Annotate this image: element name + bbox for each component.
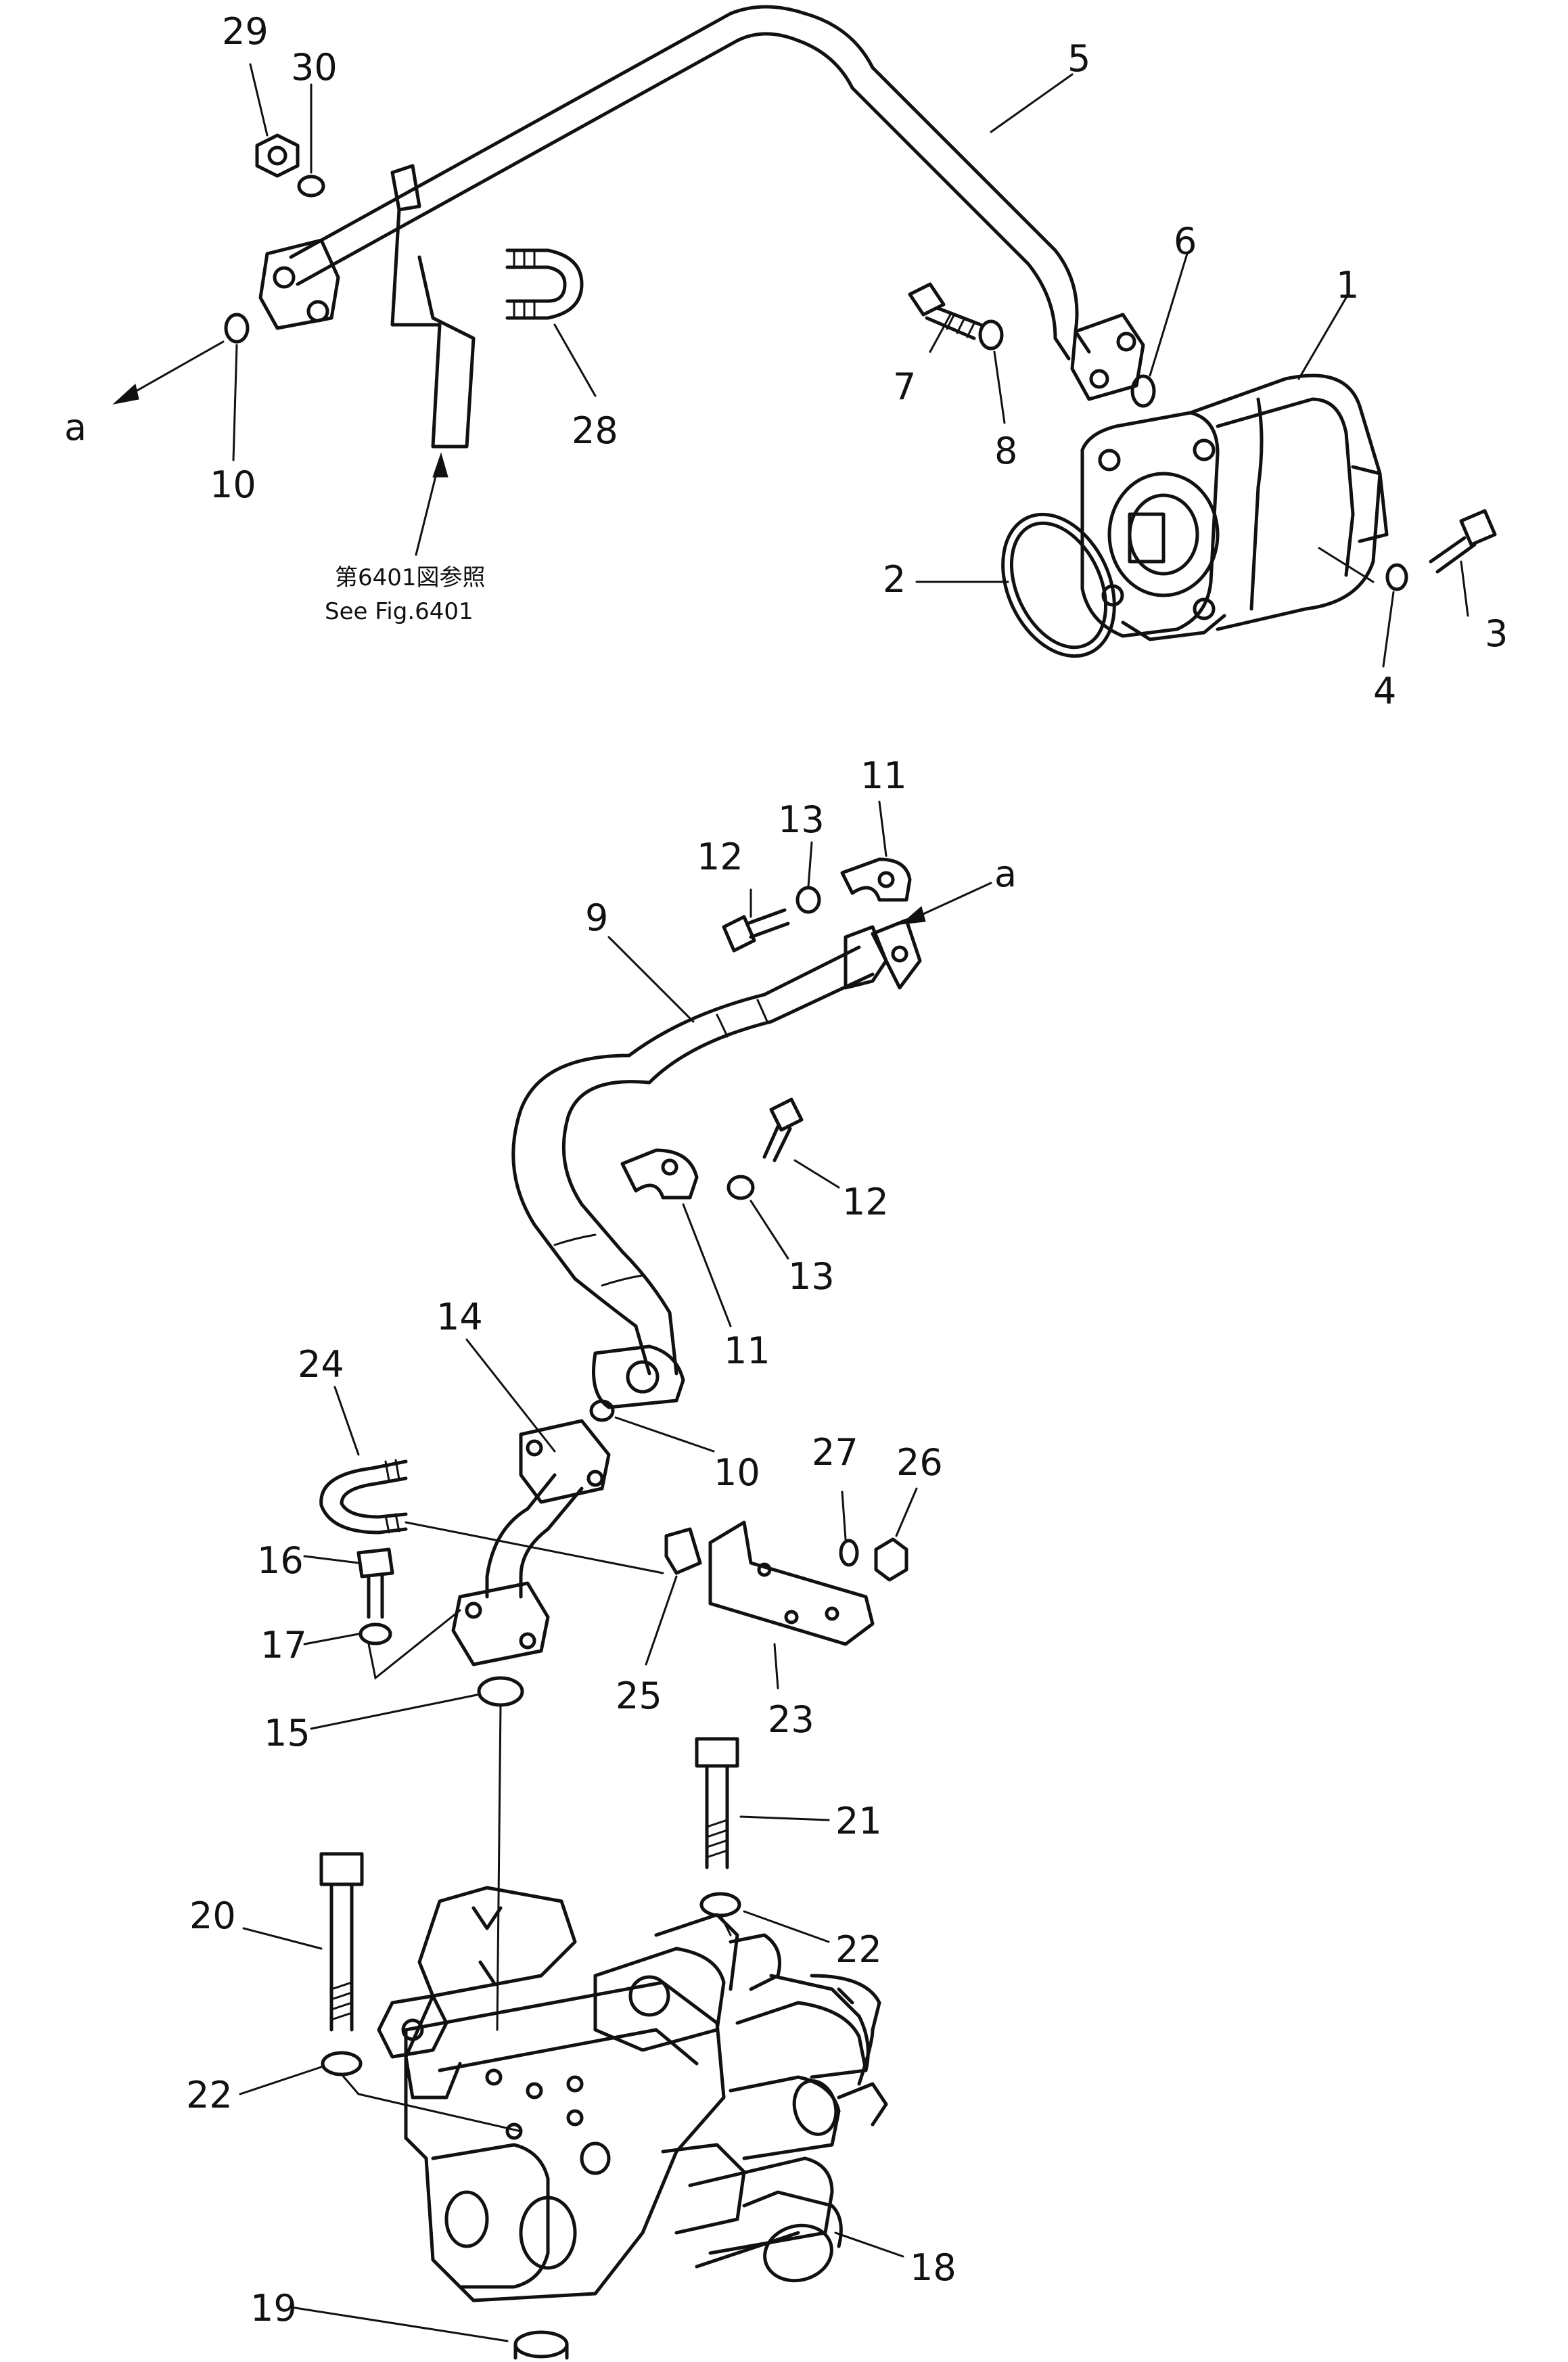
callout-12-upper: 12 <box>697 836 743 878</box>
callout-28: 28 <box>572 409 618 452</box>
washer-17 <box>359 1622 392 1645</box>
pump-1 <box>1080 373 1389 641</box>
u-bolt-28 <box>505 248 584 320</box>
bolt-21-guide <box>719 1913 732 1936</box>
callout-29: 29 <box>222 10 269 53</box>
callout-4: 4 <box>1373 670 1396 712</box>
bolt-12-lower <box>762 1097 804 1162</box>
callout-30: 30 <box>291 46 338 89</box>
o-ring-15 <box>477 1676 524 1707</box>
washer-8 <box>978 319 1004 350</box>
pipe-flange-right <box>1070 313 1145 401</box>
spacer-19 <box>513 2330 569 2360</box>
pipe-5 <box>289 5 1091 361</box>
callout-18: 18 <box>910 2246 956 2289</box>
callout-a-top: a <box>64 406 87 449</box>
callout-15: 15 <box>264 1712 310 1754</box>
bolt-12-upper <box>722 908 790 953</box>
callout-20: 20 <box>189 1894 236 1937</box>
callout-19: 19 <box>250 2287 297 2330</box>
callout-1: 1 <box>1336 264 1359 306</box>
callout-9: 9 <box>585 896 608 939</box>
arrow-a-middle <box>900 882 992 925</box>
callout-6: 6 <box>1174 220 1197 263</box>
callout-22-upper: 22 <box>835 1928 882 1971</box>
callout-26: 26 <box>896 1441 943 1484</box>
callout-2: 2 <box>883 558 906 601</box>
hose-9 <box>511 945 875 1376</box>
o-ring-10-middle <box>589 1399 615 1422</box>
leader-lines <box>232 63 1469 2342</box>
arrow-a-top <box>112 340 225 405</box>
callout-7: 7 <box>893 365 916 408</box>
callout-8: 8 <box>994 430 1017 472</box>
o-ring-2 <box>1001 512 1116 658</box>
bolt-7 <box>908 282 983 340</box>
u-bolt-24 <box>319 1459 408 1535</box>
pipe-flange-left <box>258 238 340 330</box>
callout-11-upper: 11 <box>860 754 907 797</box>
hose-fitting-upper <box>844 918 922 990</box>
callout-13-upper: 13 <box>778 798 825 841</box>
o-ring-2-inner <box>1009 521 1108 650</box>
assembly-guide-lines <box>367 1521 664 1680</box>
washer-22-upper <box>699 1892 741 1917</box>
washer-27 <box>839 1539 859 1567</box>
bolt-3 <box>1429 509 1497 574</box>
reference-en: See Fig.6401 <box>325 598 474 625</box>
washer-13-lower <box>727 1175 755 1200</box>
plate-23 <box>708 1520 875 1646</box>
callout-17: 17 <box>260 1624 307 1666</box>
callout-14: 14 <box>436 1296 483 1338</box>
callout-13-lower: 13 <box>788 1255 835 1298</box>
bolt-21 <box>695 1737 739 1869</box>
clamp-11-upper <box>840 857 912 902</box>
bolt-16 <box>356 1547 394 1619</box>
washer-4 <box>1385 563 1408 591</box>
callout-10-middle: 10 <box>714 1451 760 1494</box>
reference-jp: 第6401図参照 <box>335 564 486 591</box>
hose-fitting-lower <box>592 1344 685 1409</box>
clamp-11-lower <box>620 1148 699 1200</box>
callout-23: 23 <box>768 1698 814 1741</box>
nut-26 <box>874 1537 908 1582</box>
pump-bolt-guide <box>1318 547 1375 583</box>
callout-24: 24 <box>298 1343 344 1386</box>
bolt-20 <box>319 1852 364 2032</box>
washer-30 <box>297 175 325 198</box>
callout-22-lower: 22 <box>186 2074 233 2116</box>
callout-12-lower: 12 <box>842 1181 889 1223</box>
washer-22-lower <box>321 2051 363 2076</box>
o-ring-6 <box>1130 374 1156 408</box>
control-valve-18 <box>377 1886 888 2302</box>
callout-25: 25 <box>616 1675 662 1717</box>
callout-16: 16 <box>257 1539 304 1582</box>
bracket-see-fig-6401 <box>390 164 476 449</box>
callout-a-middle: a <box>994 853 1017 895</box>
nut-29 <box>255 133 300 178</box>
callout-11-lower: 11 <box>724 1330 770 1372</box>
o-ring-15-guide <box>496 1704 502 2031</box>
arrow-see-fig <box>415 452 448 556</box>
callout-10-top: 10 <box>210 463 256 506</box>
bolt-20-guide <box>340 2073 522 2133</box>
callout-3: 3 <box>1485 612 1508 655</box>
o-ring-10-top <box>224 313 250 344</box>
callout-21: 21 <box>835 1800 882 1842</box>
washer-13-upper <box>795 886 821 914</box>
cushion-25 <box>664 1527 702 1575</box>
elbow-pipe-14 <box>451 1419 611 1666</box>
callout-27: 27 <box>812 1431 858 1474</box>
callout-5: 5 <box>1067 37 1090 80</box>
